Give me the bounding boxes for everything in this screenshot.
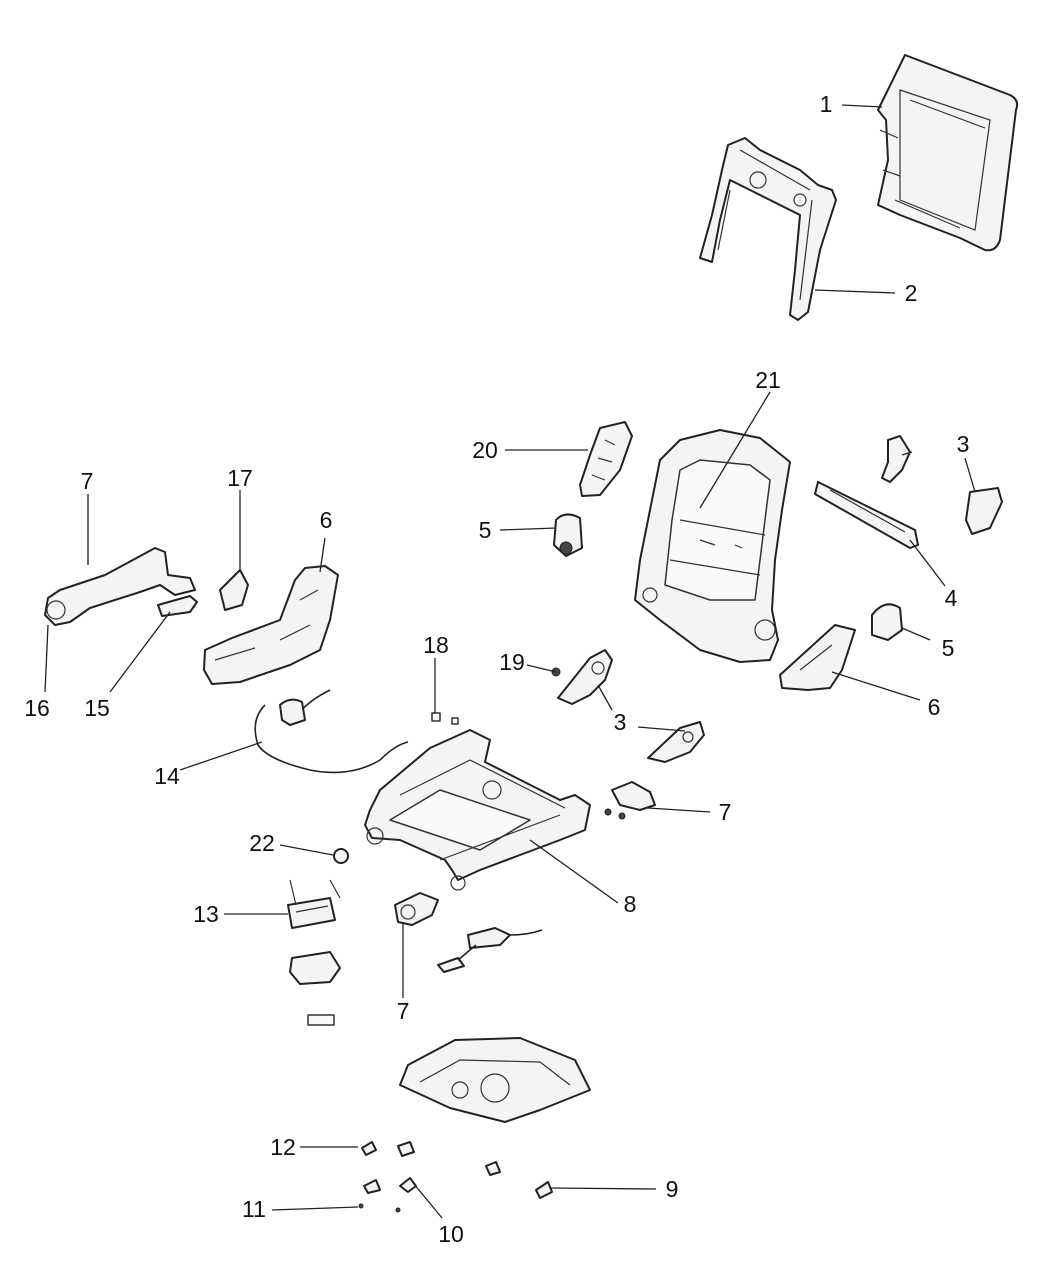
callout-7: 7 — [81, 468, 94, 494]
part-12-clip — [361, 1141, 501, 1176]
part-14-wire-harness — [254, 689, 409, 774]
part-11-screw — [358, 1203, 401, 1213]
switch-assembly — [437, 927, 543, 973]
part-3-bracket-upper — [881, 435, 1003, 535]
callout-3: 3 — [614, 709, 627, 735]
part-2-seatback-frame — [699, 137, 837, 321]
callout-8: 8 — [624, 891, 637, 917]
part-8-seat-adjuster — [364, 729, 591, 891]
callout-5: 5 — [942, 635, 955, 661]
leader-lines — [44, 104, 976, 1219]
part-17-trim — [219, 569, 249, 611]
callout-11: 11 — [242, 1196, 266, 1222]
callout-13: 13 — [193, 901, 219, 927]
part-3-bracket-middle — [557, 649, 705, 763]
callout-1: 1 — [820, 91, 833, 117]
part-9-clip — [535, 1181, 553, 1199]
callout-15: 15 — [84, 695, 110, 721]
part-22-knob — [333, 848, 349, 864]
part-7-bracket-right — [604, 781, 656, 820]
part-7-bracket-bottom — [394, 892, 439, 926]
part-10-clip — [363, 1177, 417, 1194]
callout-18: 18 — [423, 632, 449, 658]
callout-9: 9 — [666, 1176, 679, 1202]
part-20-side-airbag — [579, 421, 633, 497]
callout-7: 7 — [719, 799, 732, 825]
part-7-track-cover-left — [44, 547, 196, 626]
part-18-clip — [431, 712, 459, 725]
callout-17: 17 — [227, 465, 253, 491]
callout-14: 14 — [154, 763, 180, 789]
callout-19: 19 — [499, 649, 525, 675]
seat-pan — [399, 1037, 591, 1123]
callout-4: 4 — [945, 585, 958, 611]
part-5-cover-left — [553, 513, 583, 557]
callout-21: 21 — [755, 367, 781, 393]
callout-3: 3 — [957, 431, 970, 457]
callout-5: 5 — [479, 517, 492, 543]
callout-labels: 1 2 3 4 5 5 20 21 6 6 17 7 15 16 19 18 3… — [24, 91, 969, 1247]
part-6-shield-left — [203, 565, 339, 685]
part-21-seatback-frame-assembly — [634, 429, 791, 663]
part-13-control-module — [287, 879, 341, 1026]
callout-6: 6 — [928, 694, 941, 720]
callout-2: 2 — [905, 280, 918, 306]
callout-22: 22 — [249, 830, 275, 856]
callout-6: 6 — [320, 507, 333, 533]
callout-16: 16 — [24, 695, 50, 721]
callout-7: 7 — [397, 998, 410, 1024]
callout-10: 10 — [438, 1221, 464, 1247]
callout-20: 20 — [472, 437, 498, 463]
part-6-shield-right — [779, 624, 856, 691]
part-1-seatback-panel — [877, 54, 1019, 252]
part-4-cross-bar — [814, 481, 919, 549]
part-15-handle — [157, 595, 198, 617]
part-5-cover-right — [871, 603, 903, 641]
callout-12: 12 — [270, 1134, 296, 1160]
